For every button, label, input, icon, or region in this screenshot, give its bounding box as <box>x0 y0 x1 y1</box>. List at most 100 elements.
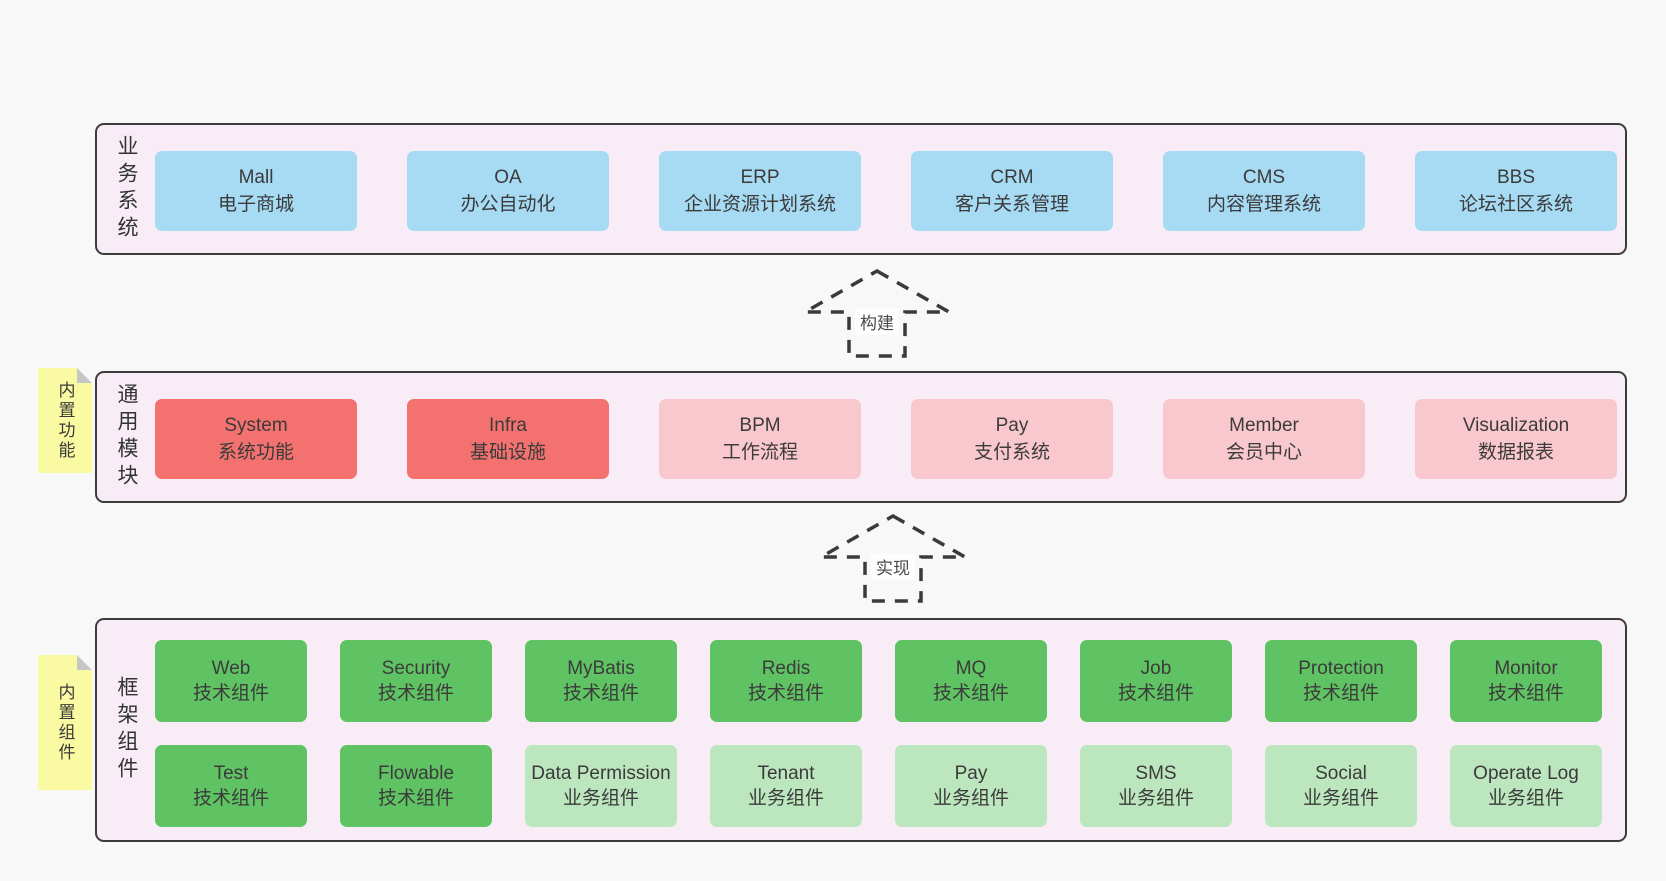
box-redis: Redis 技术组件 <box>710 640 862 722</box>
layer-label-modules: 通用模块 <box>115 383 138 491</box>
sticky-note-built-in-features: 内置功能 <box>38 368 92 473</box>
box-subtitle: 内容管理系统 <box>1206 194 1321 215</box>
box-web: Web 技术组件 <box>155 640 307 722</box>
box-operate-log: Operate Log 业务组件 <box>1450 745 1602 827</box>
box-title: OA <box>494 167 522 188</box>
dashed-up-arrow-icon <box>817 513 969 603</box>
module-boxes-row: System 系统功能 Infra 基础设施 BPM 工作流程 Pay 支付系统… <box>155 399 1617 479</box>
box-subtitle: 数据报表 <box>1477 442 1554 463</box>
box-subtitle: 技术组件 <box>1302 683 1379 704</box>
box-subtitle: 业务组件 <box>747 788 824 809</box>
box-mybatis: MyBatis 技术组件 <box>525 640 677 722</box>
box-visualization: Visualization 数据报表 <box>1415 399 1617 479</box>
folded-corner-icon <box>77 368 92 383</box>
box-protection: Protection 技术组件 <box>1265 640 1417 722</box>
box-oa: OA 办公自动化 <box>407 151 609 231</box>
box-subtitle: 工作流程 <box>721 442 798 463</box>
box-subtitle: 业务组件 <box>1487 788 1564 809</box>
layer-label-business: 业务系统 <box>115 135 138 243</box>
box-system: System 系统功能 <box>155 399 357 479</box>
box-title: Security <box>381 658 451 679</box>
framework-boxes-row-2: Test 技术组件 Flowable 技术组件 Data Permission … <box>155 745 1602 827</box>
box-title: Web <box>211 658 251 679</box>
box-test: Test 技术组件 <box>155 745 307 827</box>
implement-arrow-label: 实现 <box>871 553 915 580</box>
box-subtitle: 系统功能 <box>217 442 294 463</box>
box-subtitle: 论坛社区系统 <box>1458 194 1573 215</box>
box-title: Social <box>1315 763 1367 784</box>
box-erp: ERP 企业资源计划系统 <box>659 151 861 231</box>
box-tenant: Tenant 业务组件 <box>710 745 862 827</box>
box-title: Visualization <box>1462 415 1570 436</box>
box-title: System <box>224 415 288 436</box>
box-subtitle: 业务组件 <box>932 788 1009 809</box>
box-title: CRM <box>990 167 1034 188</box>
folded-corner-icon <box>77 655 92 670</box>
box-subtitle: 电子商城 <box>217 194 294 215</box>
box-monitor: Monitor 技术组件 <box>1450 640 1602 722</box>
box-title: Test <box>213 763 249 784</box>
box-title: Member <box>1229 415 1299 436</box>
box-subtitle: 企业资源计划系统 <box>683 194 836 215</box>
box-subtitle: 技术组件 <box>562 683 639 704</box>
box-mall: Mall 电子商城 <box>155 151 357 231</box>
box-mq: MQ 技术组件 <box>895 640 1047 722</box>
box-title: Monitor <box>1494 658 1558 679</box>
box-bpm: BPM 工作流程 <box>659 399 861 479</box>
box-subtitle: 技术组件 <box>377 788 454 809</box>
box-sms: SMS 业务组件 <box>1080 745 1232 827</box>
box-title: MQ <box>955 658 987 679</box>
box-title: Pay <box>995 415 1029 436</box>
layer-common-modules: 通用模块 System 系统功能 Infra 基础设施 BPM 工作流程 Pay… <box>95 371 1627 503</box>
dashed-up-arrow-icon <box>801 268 953 358</box>
box-subtitle: 会员中心 <box>1225 442 1302 463</box>
box-title: BPM <box>739 415 781 436</box>
box-title: ERP <box>740 167 780 188</box>
box-infra: Infra 基础设施 <box>407 399 609 479</box>
box-title: Operate Log <box>1473 763 1579 784</box>
box-title: Protection <box>1298 658 1384 679</box>
box-subtitle: 业务组件 <box>562 788 639 809</box>
box-title: SMS <box>1135 763 1177 784</box>
sticky-note-text: 内置功能 <box>55 380 75 461</box>
box-crm: CRM 客户关系管理 <box>911 151 1113 231</box>
box-title: Job <box>1140 658 1172 679</box>
box-subtitle: 技术组件 <box>747 683 824 704</box>
box-cms: CMS 内容管理系统 <box>1163 151 1365 231</box>
layer-framework-components: 框架组件 Web 技术组件 Security 技术组件 MyBatis 技术组件… <box>95 618 1627 842</box>
framework-boxes-row-1: Web 技术组件 Security 技术组件 MyBatis 技术组件 Redi… <box>155 640 1602 722</box>
sticky-note-built-in-components: 内置组件 <box>38 655 92 790</box>
box-data-permission: Data Permission 业务组件 <box>525 745 677 827</box>
box-title: Redis <box>761 658 811 679</box>
layer-label-framework: 框架组件 <box>115 676 138 784</box>
box-security: Security 技术组件 <box>340 640 492 722</box>
box-subtitle: 技术组件 <box>1487 683 1564 704</box>
box-subtitle: 业务组件 <box>1117 788 1194 809</box>
box-subtitle: 技术组件 <box>192 683 269 704</box>
business-boxes-row: Mall 电子商城 OA 办公自动化 ERP 企业资源计划系统 CRM 客户关系… <box>155 151 1617 231</box>
build-arrow-label: 构建 <box>855 308 899 335</box>
box-flowable: Flowable 技术组件 <box>340 745 492 827</box>
box-title: Tenant <box>757 763 815 784</box>
box-subtitle: 技术组件 <box>932 683 1009 704</box>
box-social: Social 业务组件 <box>1265 745 1417 827</box>
box-subtitle: 基础设施 <box>469 442 546 463</box>
box-pay-component: Pay 业务组件 <box>895 745 1047 827</box>
build-arrow: 构建 <box>801 266 953 360</box>
box-title: Infra <box>488 415 528 436</box>
box-title: Pay <box>954 763 988 784</box>
box-subtitle: 客户关系管理 <box>954 194 1069 215</box>
box-subtitle: 技术组件 <box>1117 683 1194 704</box>
sticky-note-text: 内置组件 <box>55 682 75 763</box>
box-pay: Pay 支付系统 <box>911 399 1113 479</box>
box-title: BBS <box>1496 167 1536 188</box>
box-subtitle: 技术组件 <box>192 788 269 809</box>
implement-arrow: 实现 <box>817 511 969 605</box>
box-subtitle: 办公自动化 <box>460 194 556 215</box>
box-bbs: BBS 论坛社区系统 <box>1415 151 1617 231</box>
box-title: Mall <box>238 167 274 188</box>
box-job: Job 技术组件 <box>1080 640 1232 722</box>
layer-business-systems: 业务系统 Mall 电子商城 OA 办公自动化 ERP 企业资源计划系统 CRM… <box>95 123 1627 255</box>
box-subtitle: 支付系统 <box>973 442 1050 463</box>
box-subtitle: 业务组件 <box>1302 788 1379 809</box>
